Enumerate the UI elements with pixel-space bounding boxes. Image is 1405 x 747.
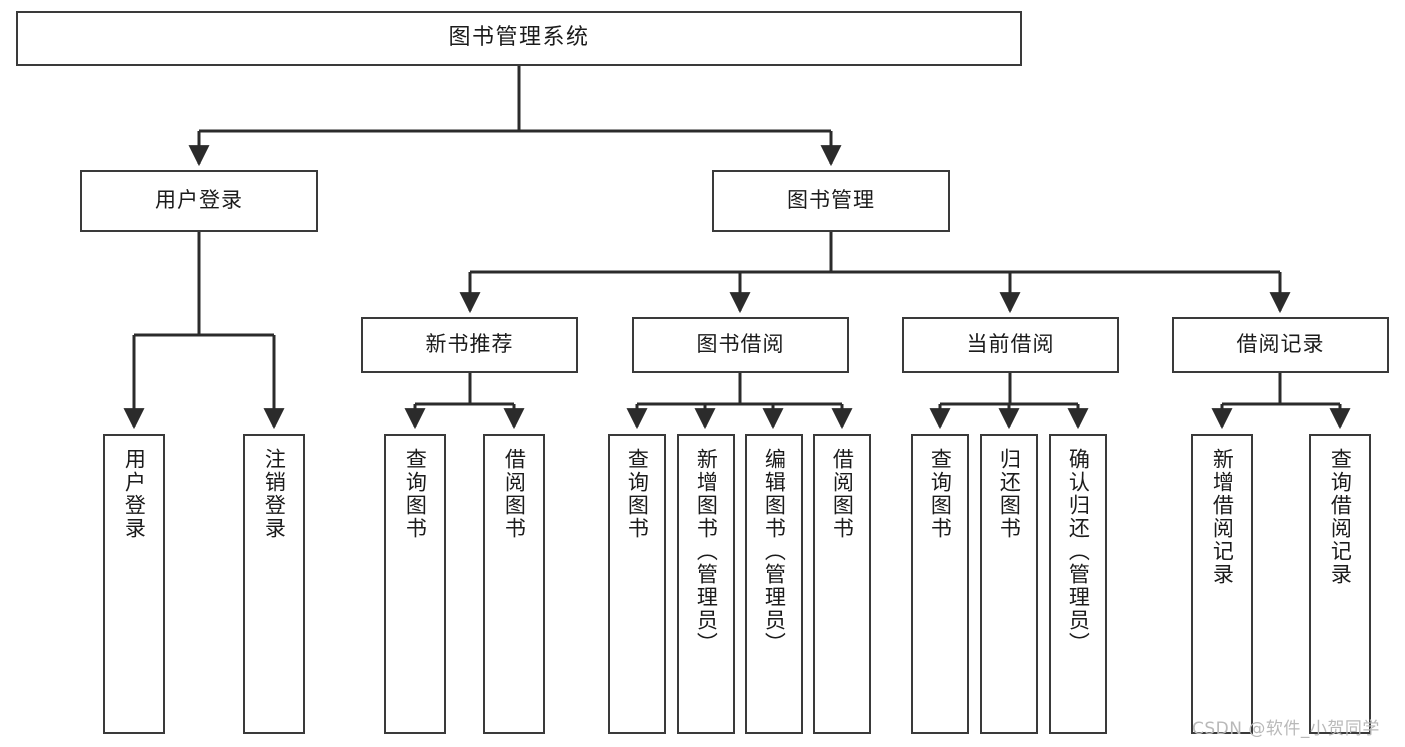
leaf-book-borrow-edit-book-admin[interactable]: 编辑图书（管理员） bbox=[745, 434, 803, 734]
node-label: 图书借阅 bbox=[696, 332, 785, 357]
node-label: 新书推荐 bbox=[425, 332, 514, 357]
leaf-book-borrow-query-book[interactable]: 查询图书 bbox=[608, 434, 666, 734]
node-current-borrow[interactable]: 当前借阅 bbox=[902, 317, 1119, 373]
leaf-borrow-record-add-record[interactable]: 新增借阅记录 bbox=[1191, 434, 1253, 734]
node-label: 用户登录 bbox=[155, 188, 243, 213]
node-label: 图书管理系统 bbox=[448, 25, 590, 51]
node-label: 查询图书 bbox=[625, 448, 650, 540]
node-book-borrow[interactable]: 图书借阅 bbox=[632, 317, 849, 373]
node-new-book-recommend[interactable]: 新书推荐 bbox=[361, 317, 578, 373]
leaf-borrow-record-query-record[interactable]: 查询借阅记录 bbox=[1309, 434, 1371, 734]
leaf-new-book-borrow-book[interactable]: 借阅图书 bbox=[483, 434, 545, 734]
leaf-user-login-login[interactable]: 用户登录 bbox=[103, 434, 165, 734]
node-user-login[interactable]: 用户登录 bbox=[80, 170, 318, 232]
node-book-management[interactable]: 图书管理 bbox=[712, 170, 950, 232]
leaf-current-borrow-query-book[interactable]: 查询图书 bbox=[911, 434, 969, 734]
node-borrow-record[interactable]: 借阅记录 bbox=[1172, 317, 1389, 373]
node-label: 借阅图书 bbox=[502, 448, 527, 540]
node-label: 查询图书 bbox=[928, 448, 953, 540]
node-root-book-management-system[interactable]: 图书管理系统 bbox=[16, 11, 1022, 66]
node-label: 查询图书 bbox=[403, 448, 428, 540]
node-label: 编辑图书（管理员） bbox=[762, 448, 787, 655]
node-label: 新增图书（管理员） bbox=[694, 448, 719, 655]
node-label: 当前借阅 bbox=[966, 332, 1055, 357]
node-label: 查询借阅记录 bbox=[1328, 448, 1353, 586]
node-label: 新增借阅记录 bbox=[1210, 448, 1235, 586]
node-label: 用户登录 bbox=[122, 448, 147, 540]
leaf-user-login-logout[interactable]: 注销登录 bbox=[243, 434, 305, 734]
leaf-book-borrow-borrow-book[interactable]: 借阅图书 bbox=[813, 434, 871, 734]
leaf-new-book-query-book[interactable]: 查询图书 bbox=[384, 434, 446, 734]
leaf-current-borrow-return-book[interactable]: 归还图书 bbox=[980, 434, 1038, 734]
node-label: 确认归还（管理员） bbox=[1066, 448, 1091, 655]
node-label: 借阅记录 bbox=[1236, 332, 1325, 357]
leaf-book-borrow-add-book-admin[interactable]: 新增图书（管理员） bbox=[677, 434, 735, 734]
node-label: 注销登录 bbox=[262, 448, 287, 540]
node-label: 归还图书 bbox=[997, 448, 1022, 540]
node-label: 图书管理 bbox=[787, 188, 875, 213]
leaf-current-borrow-confirm-return-admin[interactable]: 确认归还（管理员） bbox=[1049, 434, 1107, 734]
node-label: 借阅图书 bbox=[830, 448, 855, 540]
